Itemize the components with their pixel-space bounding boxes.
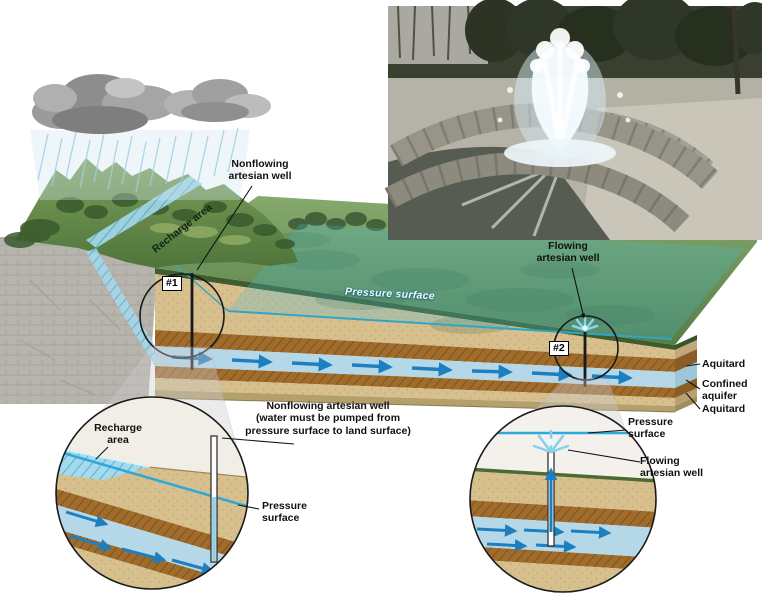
inset-left-pressure-label: Pressure surface — [262, 500, 307, 525]
strata-front-face — [154, 268, 697, 413]
flowing-label-pointer — [571, 267, 586, 319]
recharge-outcrop-connector — [86, 248, 155, 366]
aquitard-upper-layer — [155, 330, 675, 372]
aquifer-flow-arrows — [171, 351, 633, 385]
inset-left-pressure-line — [56, 449, 248, 510]
inset-left-recharge-label: Recharge area — [94, 422, 142, 447]
well-2-pipe — [571, 315, 599, 387]
inset-right-flowing-pointer — [567, 449, 641, 463]
flowing-well-photo — [384, 0, 762, 240]
inset-right-pressure-pointer — [587, 429, 627, 434]
leader-lines — [95, 185, 701, 510]
lower-sand-layer — [155, 378, 675, 406]
rain — [37, 127, 239, 193]
magnifier-circle-1 — [139, 273, 225, 359]
photo-trees — [465, 0, 762, 66]
inset-left-well-pipe — [210, 435, 218, 563]
inset-right-flowing-label: Flowing artesian well — [640, 455, 704, 480]
nonflowing-label-pointer — [196, 185, 253, 271]
nonflowing-well-label: Nonflowing artesian well — [228, 158, 292, 183]
cloud-icon — [32, 74, 271, 134]
aquitard-bottom-label: Aquitard — [702, 403, 746, 415]
well-1-badge: #1 — [162, 276, 182, 291]
flowing-well-label: Flowing artesian well — [536, 240, 600, 265]
aquitard-top-label: Aquitard — [702, 358, 746, 370]
confined-aquifer-label: Confined aquifer — [702, 378, 748, 403]
inset-right-pressure-label: Pressure surface — [628, 416, 673, 441]
hill-forest — [4, 193, 295, 249]
well-1-pipe — [190, 273, 194, 370]
inset-right-well-pipe — [544, 451, 558, 547]
confined-aquifer-pointer — [685, 379, 701, 390]
aquitard-bottom-pointer — [685, 392, 701, 410]
recharge-outcrop-stripe — [86, 176, 202, 248]
rain-clouds — [30, 74, 271, 200]
aquitard-top-pointer — [685, 363, 701, 367]
aquitard-lower-layer — [155, 366, 675, 398]
well-2-badge: #2 — [549, 341, 569, 356]
inset-left-caption-pointer — [221, 437, 295, 445]
inset-left-caption: Nonflowing artesian well (water must be … — [245, 400, 411, 437]
inset-nonflowing-well — [55, 396, 249, 590]
horizon-tree-row — [288, 212, 386, 231]
recharge-hills — [4, 158, 298, 366]
inset-left-recharge-pointer — [95, 446, 109, 460]
basal-layer — [155, 390, 675, 412]
strata-right-bevel — [675, 335, 697, 412]
upper-sand-layer — [155, 274, 675, 359]
inset-left-pressure-pointer — [237, 504, 260, 510]
pressure-surface-plane — [167, 224, 745, 340]
photo-fountain — [497, 28, 631, 167]
land-surface-soil-band — [155, 268, 675, 350]
